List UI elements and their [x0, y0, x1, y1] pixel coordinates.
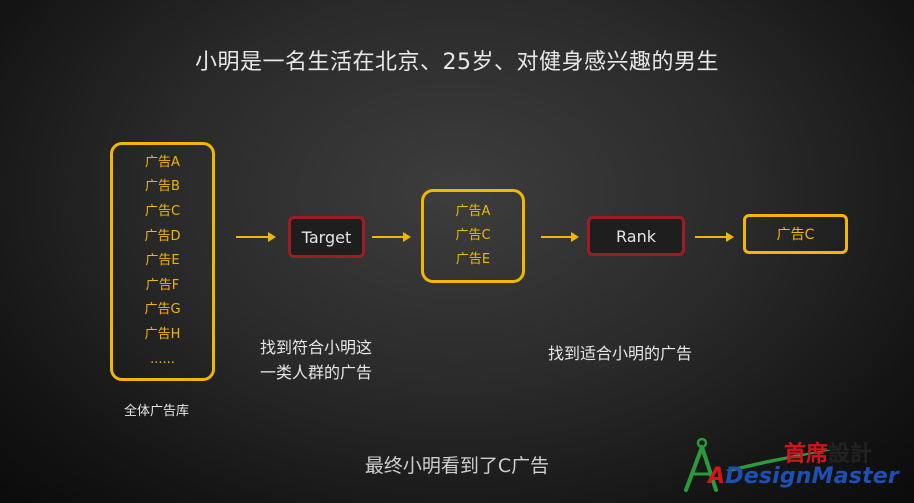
ad-pool-item: 广告B — [145, 179, 180, 195]
compass-logo-icon — [684, 437, 718, 492]
filtered-ad-item: 广告A — [455, 204, 491, 219]
rank-stage-label: Rank — [616, 226, 656, 246]
ad-pool-box: 广告A 广告B 广告C 广告D 广告E 广告F 广告G 广告H ...... — [110, 142, 215, 381]
arrow-right-icon — [236, 232, 276, 242]
ad-pool-item: 广告A — [145, 154, 180, 170]
swoosh-icon — [726, 448, 842, 472]
ad-pool-item: 广告D — [144, 228, 181, 244]
target-stage-box: Target — [288, 216, 365, 258]
designmaster-logo: 首席設計 ADesignMaster — [680, 436, 906, 496]
filtered-ad-item: 广告C — [455, 228, 491, 243]
logo-cn-dark: 設計 — [828, 442, 873, 467]
logo-en-prefix: A — [708, 464, 726, 489]
target-caption-line: 一类人群的广告 — [260, 363, 373, 382]
final-ad-box: 广告C — [743, 214, 848, 254]
target-caption-line: 找到符合小明这 — [260, 338, 373, 357]
slide-title: 小明是一名生活在北京、25岁、对健身感兴趣的男生 — [195, 50, 719, 75]
target-stage-caption: 找到符合小明这 一类人群的广告 — [260, 335, 372, 385]
arrow-right-icon — [372, 232, 412, 242]
rank-stage-caption: 找到适合小明的广告 — [548, 344, 693, 363]
logo-en-name: DesignMaster — [725, 464, 899, 489]
ad-pool-item: 广告E — [145, 253, 180, 269]
target-stage-label: Target — [301, 227, 352, 247]
arrow-right-icon — [541, 232, 579, 242]
ad-pool-item: 广告F — [145, 277, 180, 293]
ad-pool-item: 广告H — [144, 326, 181, 342]
arrow-right-icon — [695, 232, 735, 242]
ad-pool-item: 广告G — [144, 302, 181, 318]
final-ad-label: 广告C — [776, 227, 815, 243]
logo-cn-red: 首席 — [784, 442, 829, 467]
ad-pool-item: 广告C — [144, 204, 181, 220]
rank-stage-box: Rank — [587, 216, 685, 256]
filtered-ads-box: 广告A 广告C 广告E — [421, 189, 525, 283]
filtered-ad-item: 广告E — [455, 252, 491, 267]
logo-english-name: ADesignMaster — [708, 464, 899, 489]
ad-pool-caption: 全体广告库 — [124, 404, 190, 419]
ad-pool-item: ...... — [150, 351, 175, 367]
logo-chinese-name: 首席設計 — [784, 436, 872, 468]
conclusion-text: 最终小明看到了C广告 — [364, 455, 550, 477]
